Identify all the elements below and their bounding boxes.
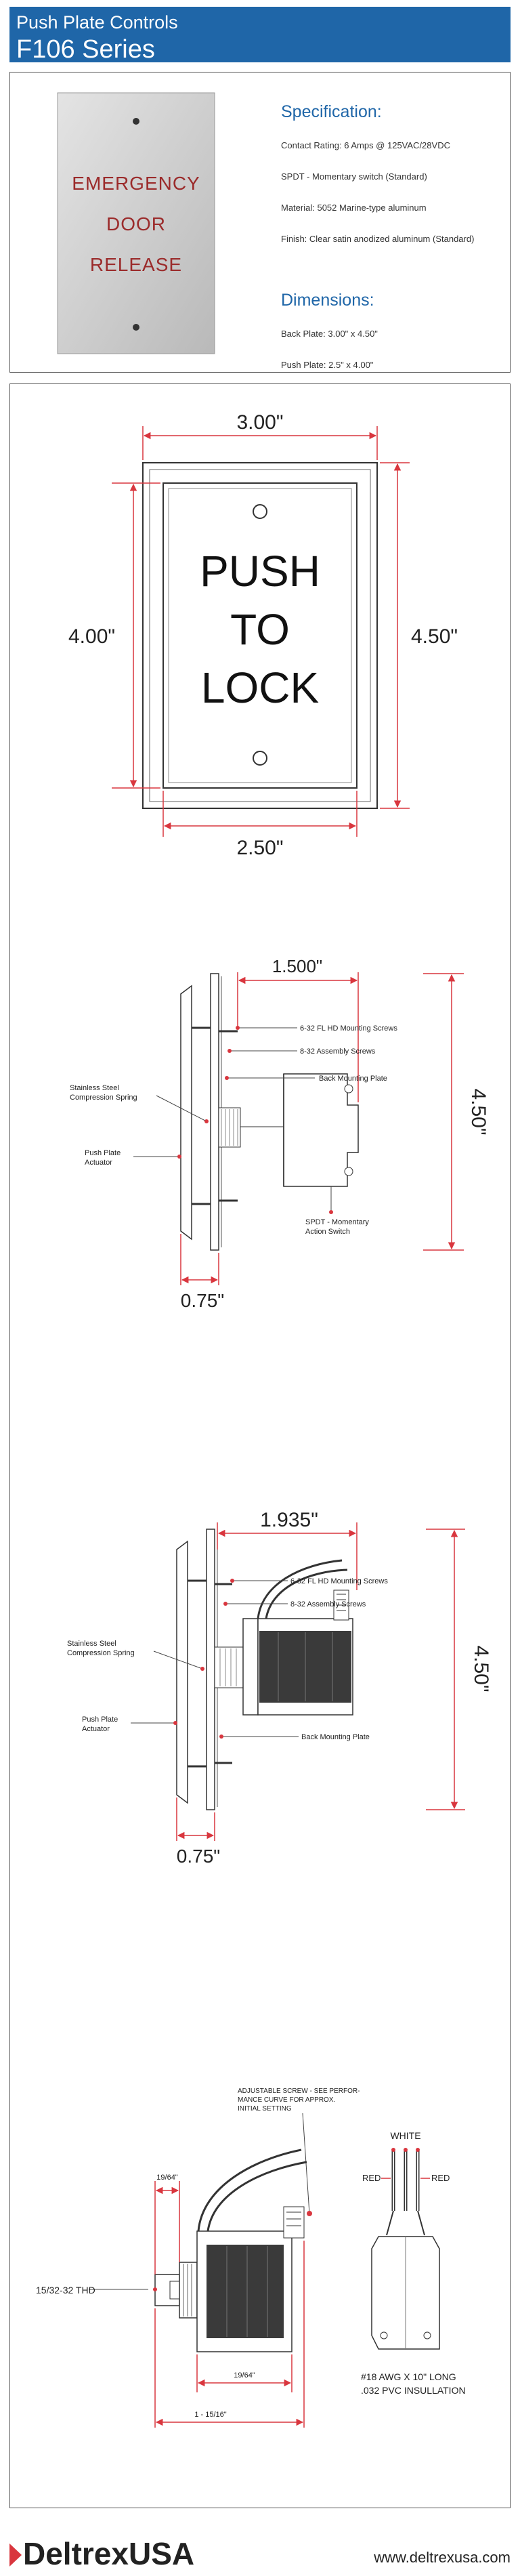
side1-back-plate-label: Back Mounting Plate bbox=[319, 1075, 387, 1083]
side2-actuator-label-2: Actuator bbox=[82, 1725, 110, 1733]
side2-actuator-label-1: Push Plate bbox=[82, 1716, 118, 1724]
front-width-label: 3.00" bbox=[236, 411, 283, 434]
side2-mount-screws-label: 6-32 FL HD Mounting Screws bbox=[290, 1577, 388, 1585]
spec-item: Material: 5052 Marine-type aluminum bbox=[281, 203, 427, 213]
technical-drawings: PUSH TO LOCK 3.00" 4.00" 4.50" 2.50" bbox=[36, 411, 492, 2428]
side2-spring-label-1: Stainless Steel bbox=[67, 1640, 116, 1648]
wire-spec-1: #18 AWG X 10" LONG bbox=[361, 2371, 456, 2382]
header-banner: Push Plate Controls F106 Series bbox=[9, 7, 511, 64]
side2-height-label: 4.50" bbox=[470, 1645, 492, 1692]
red-left-label: RED bbox=[362, 2173, 381, 2183]
dimensions-title: Dimensions: bbox=[281, 291, 374, 310]
side1-assembly-screws-label: 8-32 Assembly Screws bbox=[300, 1047, 376, 1056]
side2-depth-label: 1.935" bbox=[260, 1509, 318, 1531]
header-line2: F106 Series bbox=[16, 35, 155, 64]
front-height-left-label: 4.00" bbox=[68, 625, 115, 648]
red-right-label: RED bbox=[431, 2173, 450, 2183]
side1-switch-label-2: Action Switch bbox=[305, 1228, 350, 1236]
side-view-1: 1.500" 4.50" 0.75" 6-32 FL HD Mounting S… bbox=[70, 956, 490, 1311]
spec-item: Finish: Clear satin anodized aluminum (S… bbox=[281, 234, 475, 244]
side2-assembly-screws-label: 8-32 Assembly Screws bbox=[290, 1600, 366, 1608]
photo-text-1: EMERGENCY bbox=[72, 173, 200, 194]
footer-logo: DeltrexUSA bbox=[23, 2536, 195, 2571]
dim-top-label: 19/64" bbox=[156, 2174, 178, 2182]
white-label: WHITE bbox=[390, 2130, 420, 2141]
adjust-label-2: MANCE CURVE FOR APPROX. bbox=[238, 2096, 335, 2104]
thread-label: 15/32-32 THD bbox=[36, 2285, 95, 2295]
footer-url[interactable]: www.deltrexusa.com bbox=[374, 2549, 511, 2566]
side1-mount-screws-label: 6-32 FL HD Mounting Screws bbox=[300, 1024, 397, 1033]
front-height-right-label: 4.50" bbox=[411, 625, 458, 648]
dim-bottom-label: 1 - 15/16" bbox=[194, 2411, 226, 2419]
switch-detail: ADJUSTABLE SCREW - SEE PERFOR- MANCE CUR… bbox=[36, 2087, 466, 2428]
front-view: PUSH TO LOCK 3.00" 4.00" 4.50" 2.50" bbox=[68, 411, 458, 859]
top-panel: EMERGENCY DOOR RELEASE Specification: Co… bbox=[9, 72, 511, 373]
side1-spring-label-1: Stainless Steel bbox=[70, 1084, 119, 1092]
side1-thickness-label: 0.75" bbox=[181, 1290, 224, 1311]
header-line1: Push Plate Controls bbox=[16, 12, 178, 33]
side1-actuator-label-1: Push Plate bbox=[85, 1149, 121, 1157]
side2-spring-label-2: Compression Spring bbox=[67, 1649, 135, 1657]
product-photo: EMERGENCY DOOR RELEASE bbox=[57, 92, 215, 354]
side1-switch-label-1: SPDT - Momentary bbox=[305, 1218, 369, 1226]
photo-text-3: RELEASE bbox=[90, 254, 182, 275]
front-text-2: TO bbox=[230, 605, 290, 654]
drawing-panel: PUSH TO LOCK 3.00" 4.00" 4.50" 2.50" bbox=[9, 383, 511, 2508]
wire-spec-2: .032 PVC INSULLATION bbox=[361, 2385, 466, 2396]
adjust-label-1: ADJUSTABLE SCREW - SEE PERFOR- bbox=[238, 2087, 360, 2095]
photo-text-2: DOOR bbox=[106, 213, 166, 234]
dimension-item: Back Plate: 3.00" x 4.50" bbox=[281, 329, 378, 339]
adjust-label-3: INITIAL SETTING bbox=[238, 2105, 292, 2113]
front-inner-width-label: 2.50" bbox=[236, 837, 283, 859]
side1-depth-label: 1.500" bbox=[272, 956, 322, 976]
side1-height-label: 4.50" bbox=[467, 1088, 490, 1135]
front-text-1: PUSH bbox=[200, 547, 320, 596]
side2-back-plate-label: Back Mounting Plate bbox=[301, 1733, 370, 1741]
spec-item: Contact Rating: 6 Amps @ 125VAC/28VDC bbox=[281, 140, 450, 150]
side1-spring-label-2: Compression Spring bbox=[70, 1094, 137, 1102]
spec-item: SPDT - Momentary switch (Standard) bbox=[281, 171, 427, 182]
dimension-item: Push Plate: 2.5" x 4.00" bbox=[281, 360, 374, 370]
spec-title: Specification: bbox=[281, 102, 382, 121]
side2-thickness-label: 0.75" bbox=[177, 1846, 220, 1867]
front-text-3: LOCK bbox=[201, 663, 319, 712]
side-view-2: 1.935" 4.50" 0.75" 6-32 FL HD Mounting S… bbox=[67, 1509, 492, 1867]
dim-mid-label: 19/64" bbox=[234, 2371, 255, 2380]
side1-actuator-label-2: Actuator bbox=[85, 1159, 112, 1167]
deltrex-logo-icon bbox=[9, 2543, 22, 2567]
